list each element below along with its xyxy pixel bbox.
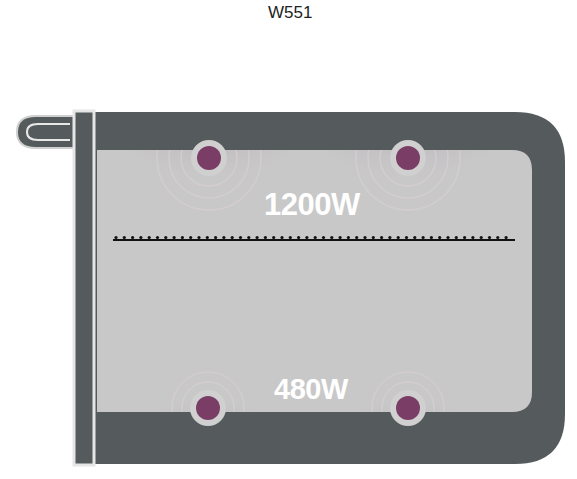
rack-dot <box>280 236 283 239</box>
rack-dot <box>181 236 184 239</box>
rack-dot <box>422 236 425 239</box>
rack-dot <box>488 236 491 239</box>
rack-dot <box>131 236 134 239</box>
rack-dot <box>156 236 159 239</box>
rack-dot <box>380 236 383 239</box>
rack-dot <box>372 236 375 239</box>
rack-dot <box>430 236 433 239</box>
wire-rack <box>113 239 515 241</box>
rack-dot <box>397 236 400 239</box>
rack-dot <box>413 236 416 239</box>
rack-dot <box>164 236 167 239</box>
rack-dot <box>148 236 151 239</box>
door-handle <box>17 116 74 148</box>
rack-dot <box>471 236 474 239</box>
rack-dot <box>355 236 358 239</box>
rack-dot <box>189 236 192 239</box>
rack-dot <box>446 236 449 239</box>
rack-dot <box>463 236 466 239</box>
rack-dot <box>480 236 483 239</box>
rack-dot <box>173 236 176 239</box>
rack-dot <box>314 236 317 239</box>
heat-zone <box>323 327 493 479</box>
rack-dot <box>305 236 308 239</box>
rack-dot <box>405 236 408 239</box>
rack-dot <box>289 236 292 239</box>
oven-door <box>74 111 94 465</box>
wattage-label: 480W <box>274 373 348 406</box>
wattage-label: 1200W <box>264 187 360 223</box>
heat-zone <box>123 327 293 479</box>
rack-dot <box>339 236 342 239</box>
rack-dot <box>206 236 209 239</box>
rack-dot <box>455 236 458 239</box>
rack-dot <box>330 236 333 239</box>
rack-dot <box>347 236 350 239</box>
title-text: W551 <box>268 3 312 23</box>
rack-dot <box>363 236 366 239</box>
rack-dots <box>114 236 507 239</box>
rack-dot <box>139 236 142 239</box>
rack-dot <box>214 236 217 239</box>
rack-dot <box>247 236 250 239</box>
rack-dot <box>256 236 259 239</box>
rack-dot <box>114 236 117 239</box>
handle-highlight <box>27 124 70 140</box>
rack-dot <box>239 236 242 239</box>
rack-dot <box>264 236 267 239</box>
rack-dot <box>272 236 275 239</box>
rack-dot <box>388 236 391 239</box>
rack-dot <box>222 236 225 239</box>
rack-dot <box>505 236 508 239</box>
heating-element <box>190 140 426 426</box>
rack-dot <box>322 236 325 239</box>
heat-zone <box>258 0 558 300</box>
rack-dot <box>197 236 200 239</box>
rack-dot <box>438 236 441 239</box>
rack-dot <box>123 236 126 239</box>
rack-dot <box>297 236 300 239</box>
rack-dot <box>496 236 499 239</box>
rack-dot <box>231 236 234 239</box>
